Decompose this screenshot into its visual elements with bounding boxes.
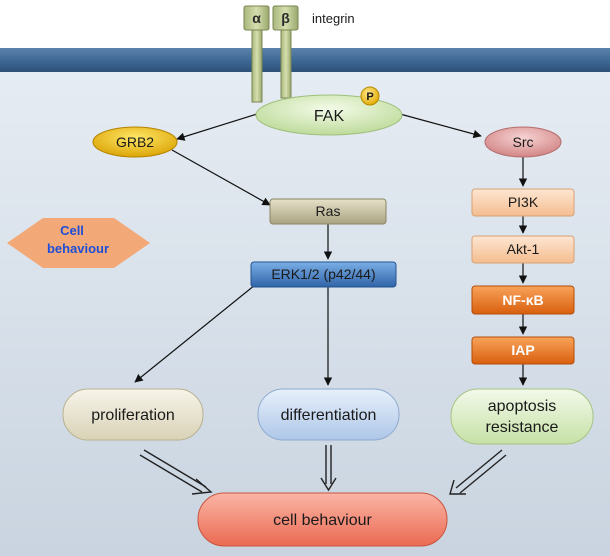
nfkb-node: NF-κB [471, 285, 575, 315]
proliferation-label: proliferation [91, 407, 175, 424]
grb2-label: GRB2 [116, 134, 154, 150]
grb2-node: GRB2 [92, 126, 178, 158]
ras-label: Ras [316, 203, 341, 219]
ras-node: Ras [269, 198, 387, 225]
differentiation-label: differentiation [281, 407, 377, 424]
fak-label: FAK [314, 108, 345, 125]
erk-node: ERK1/2 (p42/44) [250, 261, 397, 288]
beta-label: β [281, 10, 290, 26]
cell-behaviour-legend: Cell behaviour [7, 218, 150, 268]
phospho-label: P [366, 91, 373, 103]
arrow-grb2-ras [171, 149, 271, 206]
integrin-label: integrin [312, 11, 355, 26]
pi3k-label: PI3K [508, 194, 539, 210]
integrin-receptor: α β integrin [243, 5, 355, 103]
legend-diamond [7, 218, 150, 268]
apoptosis-label-line2: resistance [486, 419, 559, 436]
arrow-fak-grb2 [176, 113, 258, 141]
src-node: Src [484, 126, 562, 158]
apoptosis-resistance-node: apoptosis resistance [450, 388, 594, 445]
cell-membrane [0, 48, 610, 72]
nfkb-label: NF-κB [502, 292, 543, 308]
double-arrows [139, 445, 507, 495]
akt-node: Akt-1 [471, 235, 575, 264]
integrin-beta-subunit [272, 5, 299, 31]
arrow-erk-proliferation [134, 284, 256, 383]
differentiation-node: differentiation [257, 388, 400, 441]
arrow-fak-src [399, 113, 482, 139]
arrows [134, 113, 528, 386]
double-arrow-apoptosis [449, 449, 507, 495]
cell-behaviour-node: cell behaviour [197, 492, 448, 547]
proliferation-node: proliferation [62, 388, 204, 441]
src-label: Src [513, 134, 534, 150]
integrin-alpha-subunit [243, 5, 270, 31]
erk-label: ERK1/2 (p42/44) [271, 266, 375, 282]
fak-node: FAK P [255, 86, 403, 136]
phosphorylation-badge [360, 86, 380, 106]
legend-line2: behaviour [47, 241, 109, 256]
legend-line1: Cell [60, 223, 84, 238]
apoptosis-label-line1: apoptosis [488, 398, 557, 415]
alpha-label: α [252, 10, 261, 26]
double-arrow-differentiation [320, 445, 337, 492]
pi3k-node: PI3K [471, 188, 575, 217]
double-arrow-proliferation [139, 449, 213, 495]
iap-node: IAP [471, 336, 575, 365]
cell-behaviour-label: cell behaviour [273, 512, 372, 529]
iap-label: IAP [511, 342, 534, 358]
akt-label: Akt-1 [507, 241, 540, 257]
